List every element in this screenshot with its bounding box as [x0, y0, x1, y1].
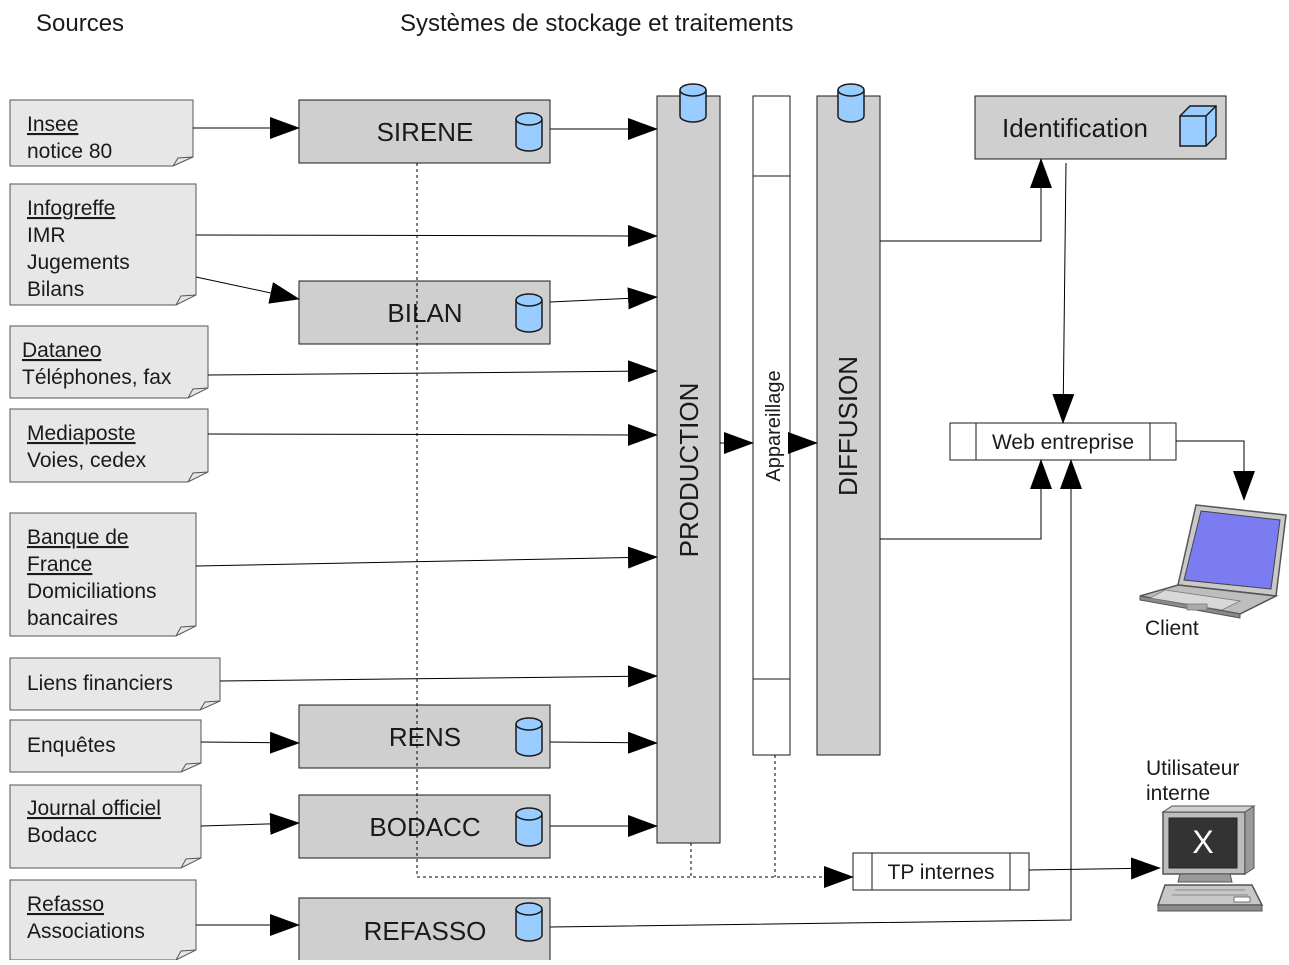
appareillage-label: Appareillage — [763, 370, 785, 481]
diffusion-label: DIFFUSION — [833, 356, 863, 496]
store-bilan: BILAN — [298, 280, 551, 345]
source-journal-officiel: Journal officiel Bodacc — [9, 784, 202, 869]
source-title: Mediaposte — [27, 422, 136, 445]
source-title: Dataneo — [22, 339, 101, 362]
store-rens: RENS — [298, 704, 551, 769]
source-enquetes: Enquêtes — [9, 719, 202, 773]
source-line: Liens financiers — [27, 672, 173, 695]
identification-box: Identification — [974, 95, 1227, 160]
source-line: Voies, cedex — [27, 449, 147, 472]
source-line: Domiciliations — [27, 580, 157, 603]
terminal-icon: X — [1156, 805, 1264, 912]
sources-header: Sources — [36, 10, 124, 37]
source-title: Refasso — [27, 893, 104, 916]
store-sirene: SIRENE — [298, 99, 551, 164]
source-insee: Insee notice 80 — [9, 99, 194, 167]
store-label: BILAN — [387, 298, 462, 328]
user-label-line1: Utilisateur — [1146, 757, 1239, 780]
source-line: notice 80 — [27, 140, 112, 163]
production-column: PRODUCTION — [656, 83, 721, 844]
database-icon — [837, 83, 865, 123]
store-label: RENS — [389, 722, 461, 752]
source-banque-de-france: Banque de France Domiciliations bancaire… — [9, 512, 197, 637]
database-icon — [515, 293, 543, 333]
source-infogreffe: Infogreffe IMR Jugements Bilans — [9, 183, 197, 306]
connectors — [193, 117, 1255, 936]
source-mediaposte: Mediaposte Voies, cedex — [9, 408, 209, 483]
diffusion-column: DIFFUSION — [816, 83, 881, 756]
source-line: Associations — [27, 920, 145, 943]
client-label: Client — [1145, 617, 1199, 640]
identification-label: Identification — [1002, 113, 1148, 143]
tp-internes-label: TP internes — [888, 861, 995, 884]
source-line: Téléphones, fax — [22, 366, 172, 389]
store-label: REFASSO — [364, 916, 487, 946]
source-line: Enquêtes — [27, 734, 116, 757]
database-icon — [515, 807, 543, 847]
appareillage-column: Appareillage — [752, 95, 791, 756]
source-line: Bilans — [27, 278, 84, 301]
source-line: IMR — [27, 224, 66, 247]
database-icon — [679, 83, 707, 123]
database-icon — [515, 112, 543, 152]
cube-icon — [1179, 105, 1217, 147]
source-title: Journal officiel — [27, 797, 161, 820]
source-dataneo: Dataneo Téléphones, fax — [9, 325, 209, 399]
source-line: Jugements — [27, 251, 130, 274]
database-icon — [515, 902, 543, 942]
web-entreprise-box: Web entreprise — [949, 422, 1177, 461]
source-title: Insee — [27, 113, 78, 136]
store-bodacc: BODACC — [298, 794, 551, 859]
screen-glyph: X — [1192, 824, 1213, 860]
source-liens-financiers: Liens financiers — [9, 657, 221, 711]
source-line: Bodacc — [27, 824, 97, 847]
production-label: PRODUCTION — [674, 383, 704, 558]
systems-header: Systèmes de stockage et traitements — [400, 10, 794, 37]
tp-internes-box: TP internes — [852, 852, 1030, 891]
laptop-icon — [1139, 504, 1287, 619]
store-label: SIRENE — [377, 117, 474, 147]
store-refasso: REFASSO — [298, 897, 551, 962]
web-entreprise-label: Web entreprise — [992, 431, 1134, 454]
database-icon — [515, 717, 543, 757]
store-label: BODACC — [369, 812, 480, 842]
source-line: bancaires — [27, 607, 118, 630]
source-refasso: Refasso Associations — [9, 879, 197, 961]
source-title: Banque de — [27, 526, 129, 549]
user-label-line2: interne — [1146, 782, 1210, 805]
source-title: Infogreffe — [27, 197, 115, 220]
source-title: France — [27, 553, 92, 576]
